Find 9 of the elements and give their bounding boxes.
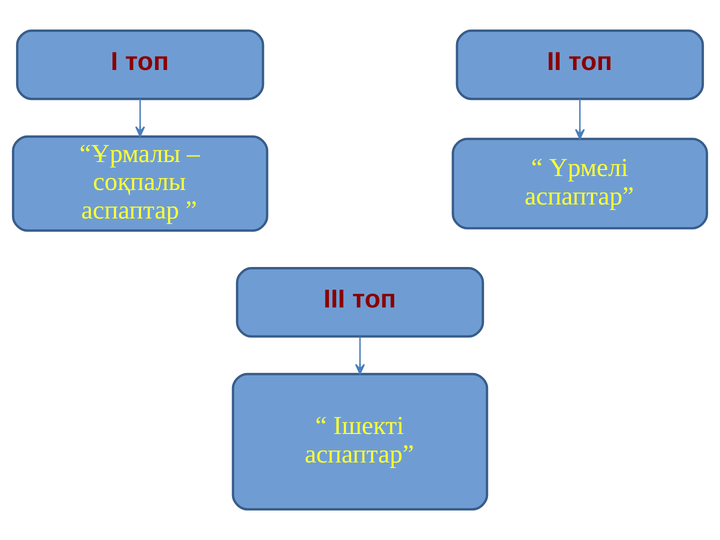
node-box: “Ұрмалы – соқпалы аспаптар ” [12,135,268,232]
node-box: “ Үрмелі аспаптар” [452,138,708,230]
node-box: I топ [16,30,264,100]
node-box: III топ [236,267,484,338]
arrow [355,336,365,375]
arrow [135,99,146,137]
node-box: “ Ішекті аспаптар” [232,372,488,510]
node-box: II топ [456,30,704,100]
arrow [574,99,585,140]
